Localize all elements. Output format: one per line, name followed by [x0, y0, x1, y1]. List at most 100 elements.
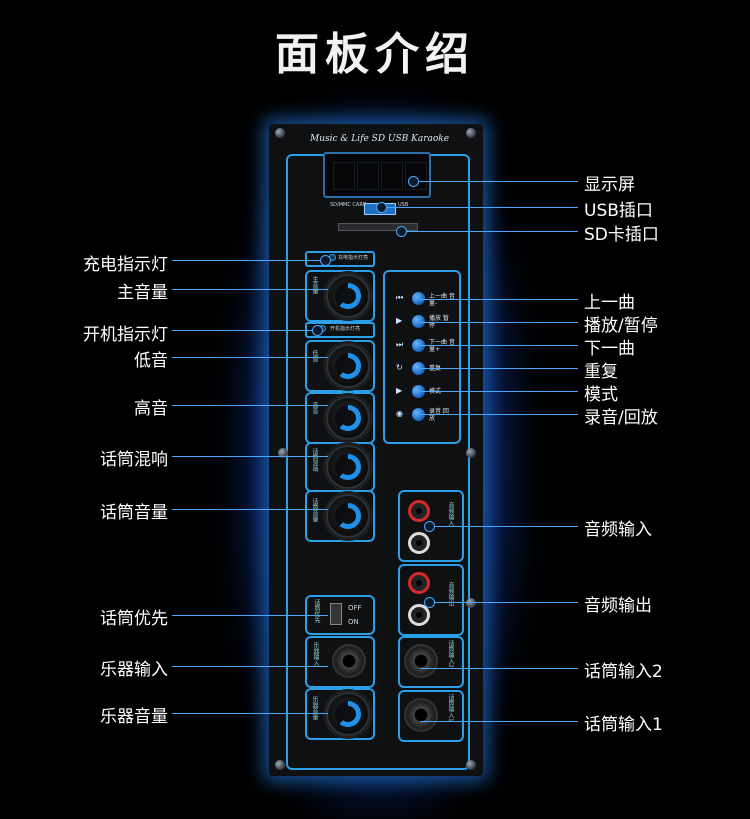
next-icon: ⏭: [396, 340, 404, 349]
callout-line: [420, 322, 578, 323]
callout-dot: [396, 226, 407, 237]
repeat-icon: ↻: [396, 363, 403, 372]
screw-icon: [278, 448, 288, 458]
mic-input-2-jack[interactable]: [404, 644, 438, 678]
knob-text: 话筒混响: [311, 448, 318, 472]
label-sd-slot: SD卡插口: [584, 225, 659, 245]
audio-input-red-jack[interactable]: [408, 500, 430, 522]
label-instrument-input: 乐器输入: [100, 660, 168, 680]
label-mic-priority: 话筒优先: [100, 609, 168, 629]
jack-text: 乐器输入: [312, 642, 319, 666]
knob-box-main-volume: [305, 270, 375, 322]
screw-icon: [466, 128, 476, 138]
prev-button[interactable]: [412, 292, 425, 305]
jack-text: 音频输入: [447, 502, 454, 526]
label-mic-reverb: 话筒混响: [100, 450, 168, 470]
label-audio-output: 音频输出: [584, 596, 652, 616]
callout-line: [384, 207, 578, 208]
callout-line: [172, 509, 328, 510]
led-display: [323, 152, 431, 198]
usb-text: USB: [398, 202, 409, 208]
knob-box-mic-volume: [305, 490, 375, 542]
callout-line: [172, 405, 328, 406]
mic-priority-switch[interactable]: [330, 603, 342, 625]
knob-box-instrument-volume: [305, 688, 375, 740]
label-main-volume: 主音量: [117, 283, 168, 303]
callout-line: [172, 713, 328, 714]
label-display: 显示屏: [584, 175, 635, 195]
record-playback-button[interactable]: [412, 408, 425, 421]
callout-dot: [424, 597, 435, 608]
label-record-playback: 录音/回放: [584, 408, 658, 428]
screw-icon: [275, 128, 285, 138]
callout-line: [420, 368, 578, 369]
label-bass: 低音: [134, 351, 168, 371]
screw-icon: [275, 760, 285, 770]
callout-line: [420, 345, 578, 346]
mic-volume-knob[interactable]: [326, 494, 370, 538]
play-pause-button[interactable]: [412, 315, 425, 328]
record-button-text: 录音 回放: [429, 408, 449, 422]
screw-icon: [466, 598, 476, 608]
instrument-input-jack[interactable]: [332, 644, 366, 678]
on-text: ON: [348, 618, 359, 626]
screw-icon: [466, 760, 476, 770]
callout-line: [420, 299, 578, 300]
knob-text: 低音: [311, 350, 318, 362]
audio-input-white-jack[interactable]: [408, 532, 430, 554]
treble-knob[interactable]: [326, 396, 370, 440]
label-power-led: 开机指示灯: [83, 325, 168, 345]
page-title: 面板介绍: [275, 29, 475, 80]
mic-input-1-box: [398, 690, 464, 742]
callout-line: [404, 231, 578, 232]
callout-line: [420, 414, 578, 415]
label-charge-led: 充电指示灯: [83, 255, 168, 275]
label-mic-input-1: 话筒输入1: [584, 715, 663, 735]
instrument-input-box: [305, 636, 375, 688]
prev-button-text: 上一曲 音量-: [429, 293, 455, 307]
main-volume-knob[interactable]: [326, 274, 370, 318]
callout-dot: [376, 202, 387, 213]
sd-card-slot[interactable]: [338, 223, 418, 231]
mic-reverb-knob[interactable]: [326, 445, 370, 489]
knob-text: 乐器音量: [311, 696, 318, 720]
callout-line: [172, 456, 328, 457]
brand-logo: Music & Life SD USB Karaoke: [310, 134, 450, 144]
switch-text: 话筒优先: [313, 599, 320, 623]
bass-knob[interactable]: [326, 344, 370, 388]
label-next: 下一曲: [584, 339, 635, 359]
callout-dot: [312, 325, 323, 336]
callout-line: [172, 666, 328, 667]
label-mode: 模式: [584, 385, 618, 405]
screw-icon: [466, 448, 476, 458]
charge-led-text: 充电指示灯亮: [338, 255, 369, 261]
next-button[interactable]: [412, 339, 425, 352]
label-instrument-volume: 乐器音量: [100, 707, 168, 727]
callout-line: [420, 721, 578, 722]
control-panel: [269, 124, 483, 776]
jack-text: 话筒输入2: [447, 640, 454, 668]
play-button-text: 播放 暂停: [429, 315, 449, 329]
record-icon: ◉: [396, 409, 403, 418]
mode-button[interactable]: [412, 385, 425, 398]
label-play-pause: 播放/暂停: [584, 316, 658, 336]
label-prev: 上一曲: [584, 293, 635, 313]
mic-input-2-box: [398, 636, 464, 688]
callout-line: [172, 615, 328, 616]
label-treble: 高音: [134, 399, 168, 419]
knob-box-bass: [305, 340, 375, 392]
instrument-volume-knob[interactable]: [326, 692, 370, 736]
knob-text: 主音量: [311, 276, 318, 294]
audio-output-red-jack[interactable]: [408, 572, 430, 594]
mic-input-1-jack[interactable]: [404, 698, 438, 732]
charge-led-box: [305, 251, 375, 267]
callout-dot: [320, 255, 331, 266]
audio-output-box: [398, 564, 464, 636]
audio-output-white-jack[interactable]: [408, 604, 430, 626]
callout-line: [172, 260, 322, 261]
prev-icon: ⏮: [396, 293, 404, 302]
repeat-button[interactable]: [412, 362, 425, 375]
label-usb-port: USB插口: [584, 201, 653, 221]
callout-line: [172, 357, 328, 358]
callout-line: [430, 526, 578, 527]
